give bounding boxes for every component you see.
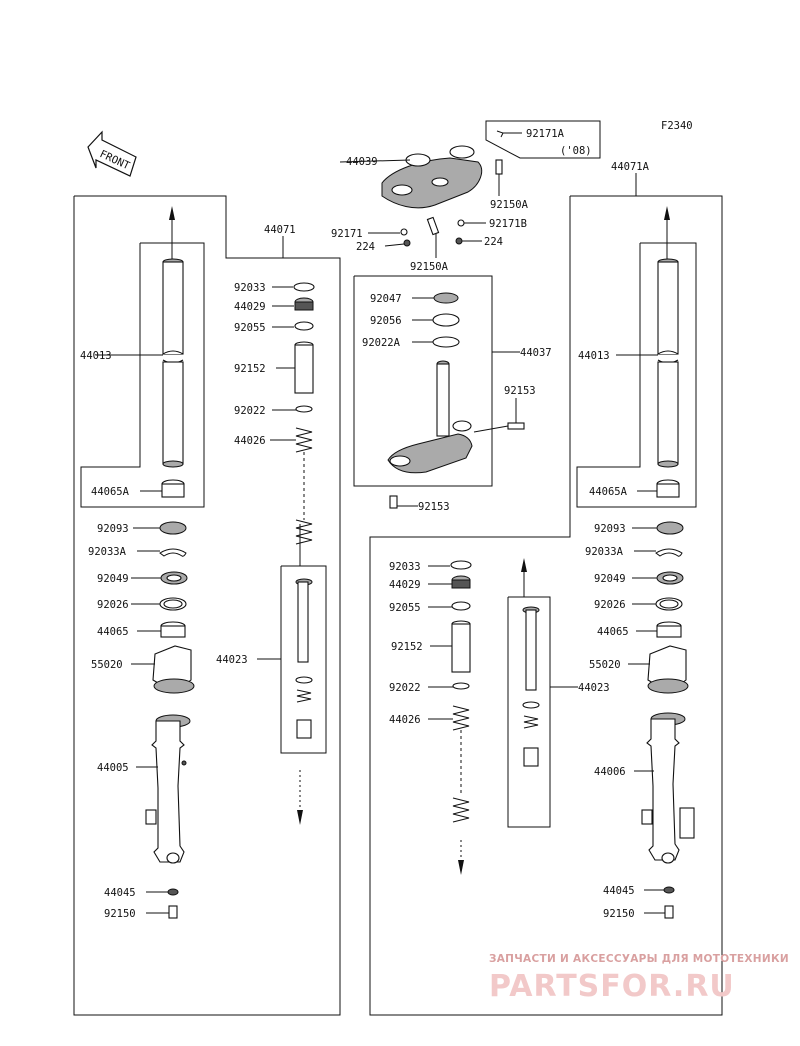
label-92150A-a: 92150A: [490, 199, 529, 211]
left-seal-stack: 92093 92033A 92049 92026 44065 55020: [88, 521, 195, 694]
label-L-44065: 44065: [97, 626, 129, 638]
label-R-44013: 44013: [578, 350, 610, 362]
label-C-92153-a: 92153: [504, 385, 536, 397]
label-224-b: 224: [484, 236, 503, 248]
label-M-92152: 92152: [391, 641, 423, 653]
label-R-44065A: 44065A: [589, 486, 628, 498]
right-outer-tube-44006: [641, 712, 695, 864]
label-R-92093: 92093: [594, 523, 626, 535]
steering-stem-group: 92047 92056 92022A 44037 92153 92153: [362, 292, 552, 513]
lower-triple-clamp: [387, 433, 473, 474]
clip-92171B: [457, 219, 465, 227]
left-inner-tube-box: [80, 242, 205, 508]
right-inner-tube: [657, 258, 679, 468]
bolt-92153-bottom: [389, 495, 398, 509]
bolt-92150-left: [168, 905, 178, 919]
label-R-44006: 44006: [594, 766, 626, 778]
label-R-44065: 44065: [597, 626, 629, 638]
label-L-92026: 92026: [97, 599, 129, 611]
label-C-92153-b: 92153: [418, 501, 450, 513]
label-L-55020: 55020: [91, 659, 123, 671]
label-R-92033A: 92033A: [585, 546, 624, 558]
label-L-92093: 92093: [97, 523, 129, 535]
label-R-92026: 92026: [594, 599, 626, 611]
label-R-55020: 55020: [589, 659, 621, 671]
label-M-44023: 44023: [578, 682, 610, 694]
label-R-44045: 44045: [603, 885, 635, 897]
label-M-44029: 44029: [389, 579, 421, 591]
label-92171A: 92171A: [526, 128, 565, 140]
label-C-92047: 92047: [370, 293, 402, 305]
front-arrow-icon: FRONT: [87, 130, 137, 177]
left-damper-column: 92033 44029 92055 92152 92022 44026 4402…: [216, 282, 327, 825]
label-C-92056: 92056: [370, 315, 402, 327]
label-44039: 44039: [346, 156, 378, 168]
washer-44045-right: [663, 886, 675, 894]
label-L-92152: 92152: [234, 363, 266, 375]
label-M-92022: 92022: [389, 682, 421, 694]
variant-box: [485, 120, 601, 159]
label-L-92022: 92022: [234, 405, 266, 417]
bushing-44065A-left: [161, 483, 185, 498]
left-outer-tube-44005: [145, 714, 191, 864]
left-inner-tube: [162, 258, 184, 468]
watermark: ЗАПЧАСТИ И АКСЕССУАРЫ ДЛЯ МОТОТЕХНИКИ PA…: [489, 953, 789, 1004]
label-R-92150: 92150: [603, 908, 635, 920]
label-M-44026: 44026: [389, 714, 421, 726]
label-L-44013: 44013: [80, 350, 112, 362]
bolt-92150A-right: [495, 159, 503, 175]
left-fork-frame: [73, 195, 341, 1016]
label-L-92055: 92055: [234, 322, 266, 334]
watermark-tagline: ЗАПЧАСТИ И АКСЕССУАРЫ ДЛЯ МОТОТЕХНИКИ: [489, 953, 789, 965]
bushing-44065A-right: [656, 483, 680, 498]
label-44071: 44071: [264, 224, 296, 236]
label-L-92049: 92049: [97, 573, 129, 585]
label-M-92033: 92033: [389, 561, 421, 573]
upper-bracket-group: 92171A ('08) 44039 92150A 92171 224 9215…: [331, 120, 601, 273]
label-92171: 92171: [331, 228, 363, 240]
figure-code: F2340: [661, 120, 693, 132]
label-L-92033A: 92033A: [88, 546, 127, 558]
bolt-92150-right: [664, 905, 674, 919]
right-seal-stack: 92093 92033A 92049 92026 44065 55020: [585, 521, 689, 694]
right-damper-column: 92033 44029 92055 92152 92022 44026 4402: [389, 558, 610, 875]
right-inner-tube-box: [576, 242, 697, 508]
label-92171B: 92171B: [489, 218, 527, 230]
label-L-44023: 44023: [216, 654, 248, 666]
label-M-92055: 92055: [389, 602, 421, 614]
washer-44045-left: [167, 888, 179, 896]
label-L-44026: 44026: [234, 435, 266, 447]
right-fork-frame: [369, 195, 723, 1016]
clip-icon: [496, 130, 504, 138]
label-L-44065A: 44065A: [91, 486, 130, 498]
bolt-92150A-left: [426, 216, 440, 236]
label-R-92049: 92049: [594, 573, 626, 585]
bolt-92153-right: [507, 422, 525, 430]
nut-224-b: [455, 237, 463, 245]
label-L-44029: 44029: [234, 301, 266, 313]
label-L-44005: 44005: [97, 762, 129, 774]
label-L-92150: 92150: [104, 908, 136, 920]
label-92150A-b: 92150A: [410, 261, 449, 273]
label-44071A: 44071A: [611, 161, 650, 173]
label-224-a: 224: [356, 241, 375, 253]
clamp-right-bore: [449, 145, 475, 159]
nut-224-a: [403, 239, 411, 247]
label-L-44045: 44045: [104, 887, 136, 899]
clip-92171: [400, 228, 408, 236]
steering-stem-box: [353, 275, 493, 487]
label-L-92033: 92033: [234, 282, 266, 294]
watermark-logo: PARTSFOR.RU: [489, 969, 735, 1004]
label-92171A-note: ('08): [560, 145, 592, 157]
label-C-44037: 44037: [520, 347, 552, 359]
label-C-92022A: 92022A: [362, 337, 401, 349]
